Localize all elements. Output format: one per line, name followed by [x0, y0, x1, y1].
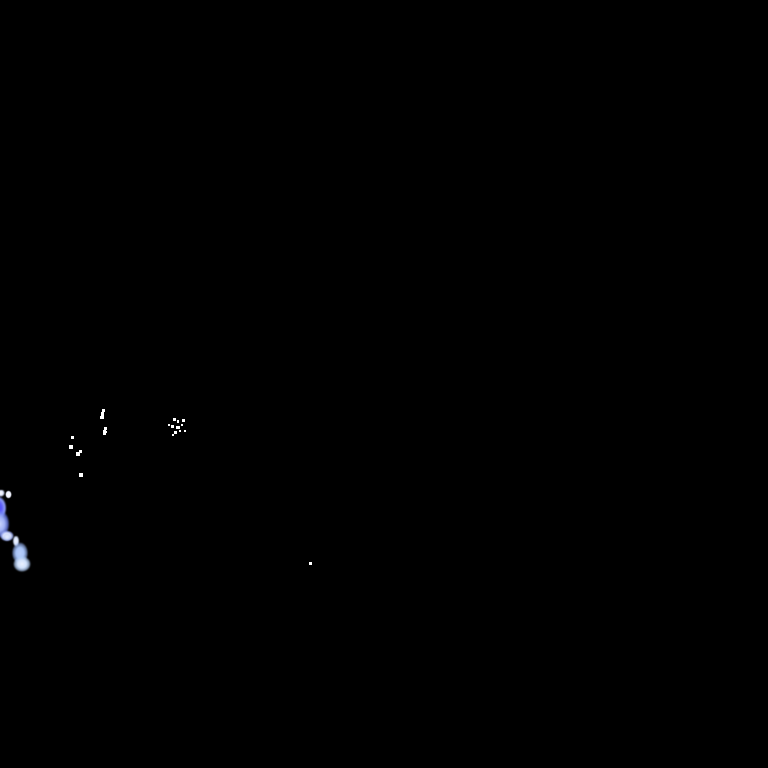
clutter-speckle: [71, 436, 74, 439]
clutter-speckle: [79, 473, 83, 477]
clutter-speckle: [102, 409, 105, 412]
clutter-speckle: [168, 424, 170, 426]
clutter-speckle: [76, 452, 80, 456]
clutter-speckle: [105, 431, 107, 433]
clutter-speckle: [174, 431, 177, 434]
clutter-speckle: [179, 430, 181, 432]
clutter-speckle: [177, 420, 179, 423]
clutter-speckle: [104, 427, 107, 430]
clutter-speckle: [173, 418, 176, 421]
clutter-speckle: [101, 412, 104, 416]
clutter-speckle: [176, 426, 180, 429]
clutter-speckle: [181, 424, 183, 426]
clutter-speckle: [171, 425, 174, 428]
clutter-speckle: [309, 562, 312, 565]
clutter-speckle: [182, 419, 185, 422]
clutter-speckle: [184, 430, 186, 432]
clutter-speckle: [103, 430, 106, 435]
clutter-speckle: [69, 445, 73, 449]
clutter-speckle: [100, 416, 104, 419]
clutter-speckle: [79, 450, 82, 453]
clutter-speckle: [172, 434, 174, 436]
